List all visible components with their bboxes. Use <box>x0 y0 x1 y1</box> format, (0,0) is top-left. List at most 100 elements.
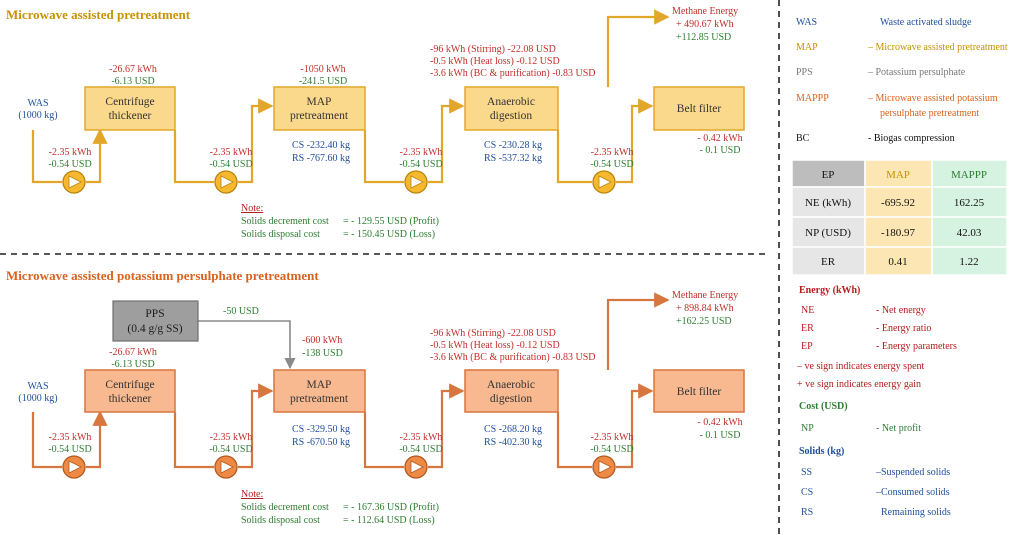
centrifuge-label: thickener <box>109 393 152 405</box>
legend-key: NE <box>801 305 814 316</box>
anaerobic-label: digestion <box>490 393 532 405</box>
note-line2-value: = - 150.45 USD (Loss) <box>343 229 435 240</box>
methane-cost: +162.25 USD <box>676 316 732 327</box>
anaerobic-label: Anaerobic <box>487 96 535 108</box>
pump-cost: -0.54 USD <box>399 444 442 455</box>
ad-energy-line: -96 kWh (Stirring) -22.08 USD <box>430 328 556 339</box>
legend-desc: Waste activated sludge <box>880 17 972 28</box>
centrifuge-box <box>84 86 176 131</box>
table-header: EP <box>822 169 835 181</box>
energy-heading: Energy (kWh) <box>799 285 860 296</box>
map-cost: -241.5 USD <box>299 76 347 87</box>
legend-panel: WAS Waste activated sludge MAP – Microwa… <box>791 17 1008 518</box>
pps-label: PPS <box>145 308 164 320</box>
belt-energy: - 0.42 kWh <box>697 417 742 428</box>
map-remaining-solids: RS -767.60 kg <box>292 153 350 164</box>
map-energy: -1050 kWh <box>300 64 345 75</box>
table-value: 42.03 <box>957 227 982 239</box>
legend-desc: persulphate pretreatment <box>880 108 979 119</box>
ad-remaining-solids: RS -402.30 kg <box>484 437 542 448</box>
methane-label: Methane Energy <box>672 290 738 301</box>
note-line2-label: Solids disposal cost <box>241 229 320 240</box>
panel-top: Microwave assisted pretreatment Centrifu… <box>6 6 745 240</box>
pipe <box>363 130 404 184</box>
note-line1-value: = - 129.55 USD (Profit) <box>343 216 439 227</box>
map-box <box>273 369 366 413</box>
methane-energy: + 898.84 kWh <box>676 303 734 314</box>
table-cell <box>931 186 1008 218</box>
legend-desc: –Suspended solids <box>875 467 950 478</box>
belt-label: Belt filter <box>677 103 722 115</box>
pipe <box>86 128 108 184</box>
table-value: -180.97 <box>881 227 915 239</box>
pipe <box>238 383 274 469</box>
map-label: pretreatment <box>290 393 349 405</box>
pipe-methane <box>606 9 670 87</box>
panel-title: Microwave assisted pretreatment <box>6 7 191 22</box>
note-line1-value: = - 167.36 USD (Profit) <box>343 502 439 513</box>
pump-energy: -2.35 kWh <box>210 432 253 443</box>
legend-key: WAS <box>796 17 817 28</box>
legend-desc: –Consumed solids <box>875 487 950 498</box>
ad-energy-line: -3.6 kWh (BC & purification) -0.83 USD <box>430 352 596 363</box>
pipe <box>556 130 592 184</box>
pipe <box>31 130 62 184</box>
table-cell <box>791 216 866 248</box>
ad-energy-line: -3.6 kWh (BC & purification) -0.83 USD <box>430 68 596 79</box>
pipe <box>428 98 465 184</box>
table-row-label: NP (USD) <box>805 227 851 239</box>
legend-desc: - Net profit <box>876 423 921 434</box>
legend-key: PPS <box>796 67 813 78</box>
belt-box <box>653 369 745 413</box>
pipe <box>556 412 592 469</box>
legend-key: BC <box>796 133 810 144</box>
legend-desc: - Net energy <box>876 305 926 316</box>
centrifuge-energy: -26.67 kWh <box>109 64 157 75</box>
ep-table: EP MAP MAPPP NE (kWh) -695.92 162.25 NP … <box>791 159 1008 276</box>
pipe-methane <box>606 292 670 370</box>
legend-key: CS <box>801 487 813 498</box>
pps-box <box>112 300 199 342</box>
pump-cost: -0.54 USD <box>48 444 91 455</box>
map-energy: -600 kWh <box>302 335 342 346</box>
anaerobic-box <box>464 86 559 131</box>
note-heading: Note: <box>241 489 263 500</box>
note-line2-label: Solids disposal cost <box>241 515 320 526</box>
map-remaining-solids: RS -670.50 kg <box>292 437 350 448</box>
pump-energy: -2.35 kWh <box>210 147 253 158</box>
pump-cost: -0.54 USD <box>590 444 633 455</box>
note-line1-label: Solids decrement cost <box>241 502 329 513</box>
was-label: (1000 kg) <box>18 393 57 404</box>
legend-desc: Remaining solids <box>881 507 951 518</box>
methane-label: Methane Energy <box>672 6 738 17</box>
map-consumed-solids: CS -329.50 kg <box>292 424 350 435</box>
ad-remaining-solids: RS -537.32 kg <box>484 153 542 164</box>
sign-note: – ve sign indicates energy spent <box>796 361 925 372</box>
note-heading: Note: <box>241 203 263 214</box>
table-header-cell <box>931 159 1008 188</box>
methane-energy: + 490.67 kWh <box>676 19 734 30</box>
pump-icon <box>62 455 86 479</box>
pipes <box>31 9 670 184</box>
panel-title: Microwave assisted potassium persulphate… <box>6 268 319 283</box>
table-value: 0.41 <box>888 256 907 268</box>
pipe <box>86 410 108 469</box>
table-header: MAP <box>886 169 910 181</box>
pump-cost: -0.54 USD <box>209 444 252 455</box>
pipe <box>173 412 214 469</box>
legend-key: MAPPP <box>796 93 829 104</box>
pps-dose: (0.4 g/g SS) <box>127 323 182 335</box>
solids-heading: Solids (kg) <box>799 446 844 457</box>
table-header-cell <box>791 159 866 188</box>
pump-cost: -0.54 USD <box>590 159 633 170</box>
belt-label: Belt filter <box>677 386 722 398</box>
table-value: -695.92 <box>881 197 915 209</box>
table-cell <box>931 216 1008 248</box>
note-line1-label: Solids decrement cost <box>241 216 329 227</box>
belt-cost: - 0.1 USD <box>700 430 741 441</box>
pump-icon <box>592 455 616 479</box>
pipe <box>238 98 274 184</box>
pipe <box>363 412 404 469</box>
table-value: 1.22 <box>959 256 978 268</box>
